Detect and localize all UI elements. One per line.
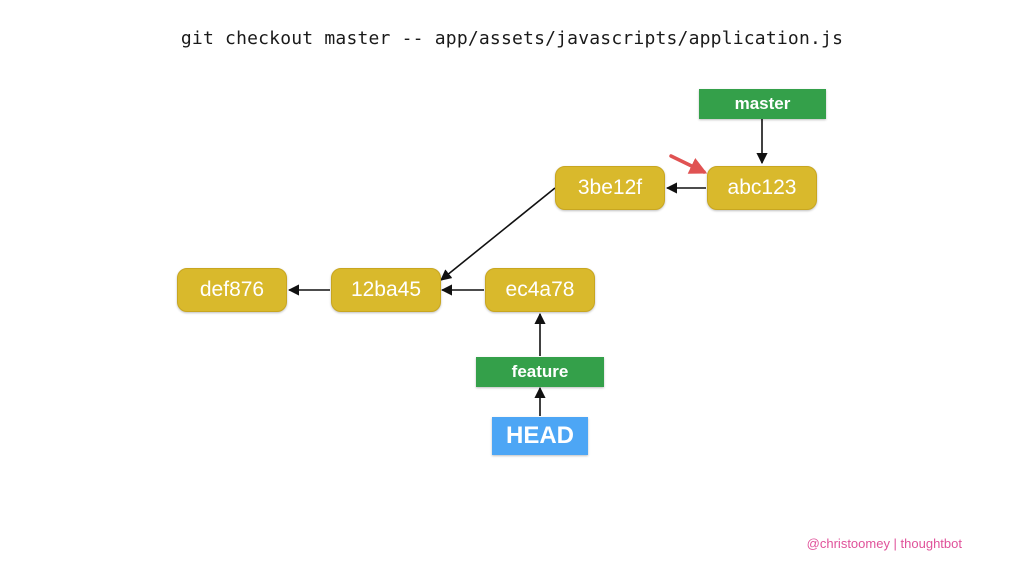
commit-12ba45: 12ba45 (331, 268, 441, 312)
author-credit: @christoomey | thoughtbot (806, 536, 962, 551)
highlight-arrow-icon (669, 154, 708, 174)
commit-3be12f: 3be12f (555, 166, 665, 210)
edge-3be12f-12ba45 (440, 187, 556, 281)
commit-def876: def876 (177, 268, 287, 312)
head-pointer: HEAD (492, 417, 588, 455)
commit-abc123: abc123 (707, 166, 817, 210)
git-command: git checkout master -- app/assets/javasc… (180, 28, 844, 49)
commit-ec4a78: ec4a78 (485, 268, 595, 312)
branch-master: master (699, 89, 826, 119)
branch-feature: feature (476, 357, 604, 387)
